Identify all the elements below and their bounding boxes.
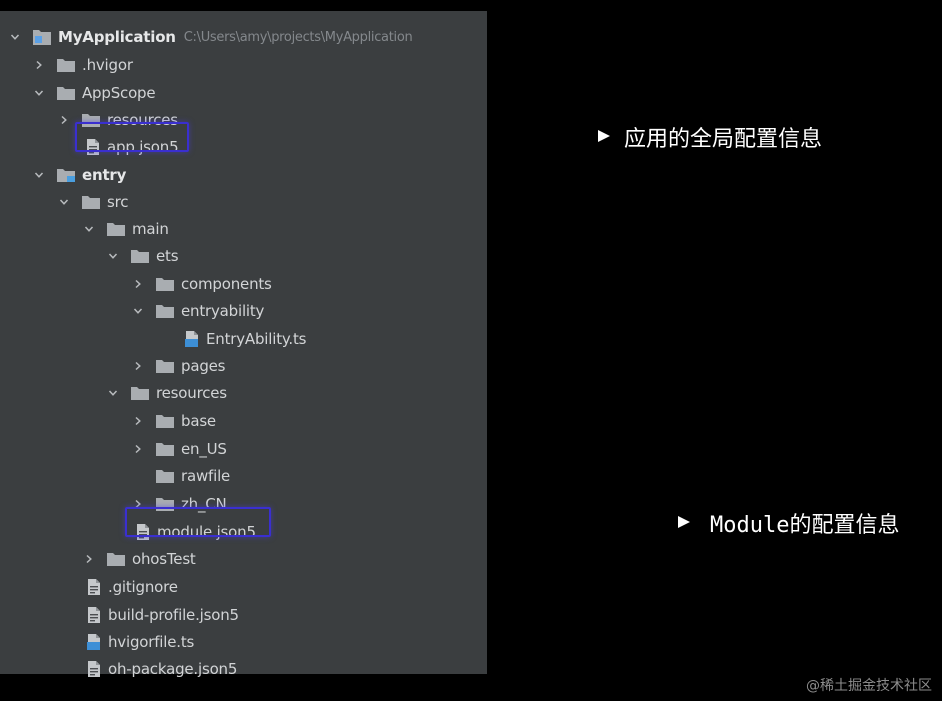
tree-item-label: oh-package.json5	[108, 660, 238, 678]
ts-file-icon	[184, 330, 200, 348]
chevron-right-icon[interactable]	[133, 444, 143, 454]
tree-item-label: src	[107, 193, 129, 211]
folder-icon	[130, 385, 150, 401]
tree-item-oh-package[interactable]: oh-package.json5	[64, 657, 237, 681]
tree-item-label: .hvigor	[82, 56, 133, 74]
chevron-down-icon[interactable]	[34, 88, 44, 98]
tree-item-main[interactable]: main	[84, 217, 169, 241]
json-file-icon	[86, 660, 102, 678]
tree-item-entryability-ts[interactable]: EntryAbility.ts	[162, 327, 306, 351]
tree-item-label: ohosTest	[132, 550, 196, 568]
tree-item-ets[interactable]: ets	[108, 244, 179, 268]
tree-item-hvigor[interactable]: .hvigor	[34, 53, 133, 77]
chevron-right-icon[interactable]	[59, 115, 69, 125]
folder-icon	[106, 221, 126, 237]
tree-item-src[interactable]: src	[59, 190, 129, 214]
tree-item-label: entry	[82, 166, 127, 184]
folder-icon	[130, 248, 150, 264]
tree-item-appscope-resources[interactable]: resources	[59, 108, 178, 132]
watermark: @稀土掘金技术社区	[806, 678, 932, 694]
module-config-annotation: Module的配置信息	[710, 513, 900, 538]
chevron-down-icon[interactable]	[84, 224, 94, 234]
tree-item-label: .gitignore	[108, 578, 178, 596]
tree-item-pages[interactable]: pages	[133, 354, 225, 378]
tree-item-label: build-profile.json5	[108, 606, 239, 624]
tree-item-label: entryability	[181, 302, 265, 320]
tree-item-label: components	[181, 275, 272, 293]
tree-item-rawfile[interactable]: rawfile	[133, 464, 230, 488]
tree-item-label: rawfile	[181, 467, 231, 485]
tree-item-hvigorfile[interactable]: hvigorfile.ts	[64, 630, 194, 654]
arrow-to-module-annotation	[268, 516, 690, 528]
ts-file-icon	[86, 633, 102, 651]
tree-item-gitignore[interactable]: .gitignore	[64, 575, 178, 599]
chevron-down-icon[interactable]	[108, 251, 118, 261]
tree-item-label: EntryAbility.ts	[206, 330, 307, 348]
project-icon	[32, 28, 52, 46]
app-config-annotation: 应用的全局配置信息	[624, 127, 823, 152]
folder-icon	[155, 358, 175, 374]
tree-item-ohostest[interactable]: ohosTest	[84, 547, 196, 571]
project-tree-panel: MyApplication C:\Users\amy\projects\MyAp…	[0, 11, 487, 678]
tree-item-label: en_US	[181, 440, 227, 458]
tree-item-label: ets	[156, 247, 179, 265]
module-json-highlight	[125, 507, 271, 537]
file-icon	[86, 578, 102, 596]
folder-icon	[56, 85, 76, 101]
tree-item-label: pages	[181, 357, 226, 375]
tree-item-label: resources	[156, 384, 227, 402]
folder-icon	[106, 551, 126, 567]
tree-item-build-profile[interactable]: build-profile.json5	[64, 603, 239, 627]
tree-item-label: hvigorfile.ts	[108, 633, 195, 651]
chevron-down-icon[interactable]	[133, 306, 143, 316]
tree-item-label: MyApplication	[58, 28, 176, 46]
app-json-highlight	[75, 122, 189, 152]
chevron-right-icon[interactable]	[133, 279, 143, 289]
tree-item-label: base	[181, 412, 216, 430]
tree-item-components[interactable]: components	[133, 272, 272, 296]
module-folder-icon	[56, 167, 76, 183]
tree-item-label: AppScope	[82, 84, 156, 102]
tree-item-en-us[interactable]: en_US	[133, 437, 227, 461]
tree-item-label: main	[132, 220, 169, 238]
arrow-to-app-annotation	[186, 130, 610, 142]
json-file-icon	[86, 606, 102, 624]
tree-item-entryability[interactable]: entryability	[133, 299, 264, 323]
chevron-down-icon[interactable]	[34, 170, 44, 180]
folder-icon	[155, 303, 175, 319]
tree-item-entry[interactable]: entry	[34, 163, 126, 187]
tree-item-resources[interactable]: resources	[108, 381, 227, 405]
chevron-right-icon[interactable]	[133, 416, 143, 426]
tree-item-base[interactable]: base	[133, 409, 216, 433]
folder-icon	[56, 57, 76, 73]
project-path: C:\Users\amy\projects\MyApplication	[183, 29, 413, 45]
chevron-right-icon[interactable]	[84, 554, 94, 564]
chevron-down-icon[interactable]	[108, 388, 118, 398]
chevron-down-icon[interactable]	[10, 32, 20, 42]
folder-icon	[155, 276, 175, 292]
folder-icon	[155, 441, 175, 457]
tree-item-label: resources	[107, 111, 178, 129]
chevron-right-icon[interactable]	[34, 60, 44, 70]
folder-icon	[155, 468, 175, 484]
chevron-right-icon[interactable]	[133, 361, 143, 371]
tree-item-root[interactable]: MyApplication C:\Users\amy\projects\MyAp…	[10, 25, 413, 49]
folder-icon	[81, 194, 101, 210]
folder-icon	[155, 413, 175, 429]
tree-item-appscope[interactable]: AppScope	[34, 81, 156, 105]
chevron-down-icon[interactable]	[59, 197, 69, 207]
